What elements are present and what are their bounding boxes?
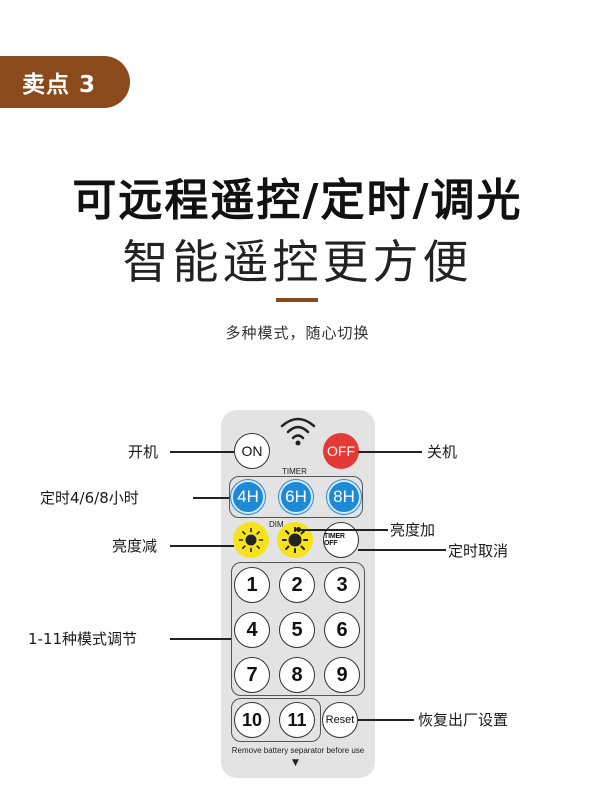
callout-line-modes — [170, 638, 231, 640]
callout-power-off: 关机 — [427, 443, 458, 461]
headline: 可远程遥控/定时/调光 — [72, 175, 523, 226]
mode-9-button[interactable]: 9 — [324, 657, 360, 693]
callout-power-on: 开机 — [128, 443, 159, 461]
callout-factory-reset: 恢复出厂设置 — [418, 711, 509, 729]
timer-8h-button[interactable]: 8H — [327, 480, 361, 514]
callout-dim-up: 亮度加 — [390, 521, 436, 539]
callout-timers: 定时4/6/8小时 — [40, 489, 139, 507]
timer-group-label: TIMER — [282, 467, 307, 476]
callout-line-power-on — [170, 451, 234, 453]
number-pad-frame — [231, 562, 365, 696]
callout-line-dim-down — [170, 545, 234, 547]
reset-button[interactable]: Reset — [322, 702, 358, 738]
sun-dim-icon — [238, 527, 264, 553]
dim-down-button[interactable] — [233, 522, 269, 558]
subheadline: 智能遥控更方便 — [122, 235, 473, 289]
callout-line-dim-up — [300, 529, 388, 531]
mode-7-button[interactable]: 7 — [234, 657, 270, 693]
timer-off-button[interactable]: TIMER OFF — [323, 522, 359, 558]
callout-timer-cancel: 定时取消 — [448, 542, 509, 560]
tagline: 多种模式，随心切换 — [225, 324, 370, 342]
mode-4-button[interactable]: 4 — [234, 612, 270, 648]
mode-2-button[interactable]: 2 — [279, 567, 315, 603]
callout-line-timer-cancel — [358, 549, 446, 551]
timer-group-frame — [229, 476, 363, 518]
mode-10-button[interactable]: 10 — [234, 702, 270, 738]
timer-4h-button[interactable]: 4H — [231, 480, 265, 514]
timer-6h-button[interactable]: 6H — [279, 480, 313, 514]
callout-dot-dim-up — [296, 527, 301, 532]
callout-line-timers — [193, 497, 229, 499]
callout-modes: 1-11种模式调节 — [28, 630, 138, 648]
callout-line-power-off — [358, 451, 422, 453]
down-arrow-icon: ▼ — [292, 758, 299, 768]
mode-3-button[interactable]: 3 — [324, 567, 360, 603]
mode-8-button[interactable]: 8 — [279, 657, 315, 693]
dim-label: DIM — [269, 520, 284, 529]
mode-11-button[interactable]: 11 — [279, 702, 315, 738]
power-on-button[interactable]: ON — [234, 433, 270, 469]
battery-note: Remove battery separator before use — [231, 746, 365, 755]
section-badge: 卖点 3 — [0, 56, 130, 108]
wireless-signal-icon — [280, 417, 316, 446]
mode-6-button[interactable]: 6 — [324, 612, 360, 648]
accent-divider — [276, 298, 318, 302]
mode-1-button[interactable]: 1 — [234, 567, 270, 603]
mode-5-button[interactable]: 5 — [279, 612, 315, 648]
dim-up-button[interactable] — [277, 522, 313, 558]
callout-dim-down: 亮度减 — [112, 537, 158, 555]
sun-bright-icon — [282, 527, 308, 553]
power-off-button[interactable]: OFF — [323, 433, 359, 469]
remote-control: ON OFF TIMER 4H 6H 8H DIM TIMER OFF — [221, 410, 375, 778]
callout-line-reset — [358, 719, 414, 721]
number-pad-bottom-frame — [231, 698, 321, 742]
